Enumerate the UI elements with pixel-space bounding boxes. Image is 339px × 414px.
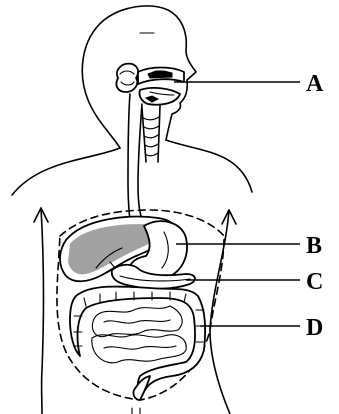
label-a: A [306, 71, 324, 97]
esophagus [128, 94, 144, 228]
trachea [142, 106, 160, 162]
label-d: D [306, 315, 323, 341]
label-leaders [174, 82, 300, 326]
small-intestine [92, 306, 186, 363]
large-intestine [70, 286, 205, 400]
body-outline [12, 6, 252, 195]
label-b: B [306, 233, 322, 259]
mouth-region [116, 64, 184, 105]
label-c: C [306, 269, 323, 295]
